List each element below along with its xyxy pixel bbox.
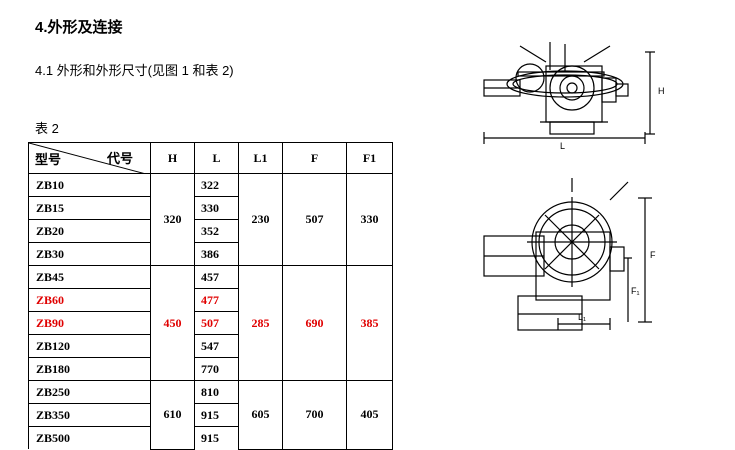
l-value-cell: 915 — [194, 403, 239, 427]
table-header-row: 型号 代号 H L L1 F F1 — [28, 142, 393, 174]
dimension-label-l: L — [560, 141, 565, 151]
dimension-label-f1: F₁ — [631, 286, 640, 296]
dimension-label-f: F — [650, 250, 656, 260]
h-value-cell: 320 — [150, 173, 195, 266]
table-row: ZB60 477 — [28, 288, 393, 312]
h-value-cell: 450 — [150, 265, 195, 381]
model-cell: ZB180 — [28, 357, 151, 381]
corner-model-label: 型号 — [35, 153, 62, 168]
l-value-cell: 810 — [194, 380, 239, 404]
l1-value-cell: 285 — [238, 265, 283, 381]
l-value-cell: 330 — [194, 196, 239, 220]
table-row: ZB20 352 — [28, 219, 393, 243]
table-row: ZB30 386 — [28, 242, 393, 266]
l-value-cell: 770 — [194, 357, 239, 381]
l-value-cell: 507 — [194, 311, 239, 335]
model-cell: ZB350 — [28, 403, 151, 427]
l-value-cell: 322 — [194, 173, 239, 197]
l-value-cell: 457 — [194, 265, 239, 289]
table-row: ZB15 330 — [28, 196, 393, 220]
section-subtitle: 4.1 外形和外形尺寸(见图 1 和表 2) — [35, 63, 234, 78]
l-value-cell: 915 — [194, 426, 239, 449]
f-value-cell: 507 — [282, 173, 347, 266]
table-row: ZB90 507 — [28, 311, 393, 335]
f-value-cell: 700 — [282, 380, 347, 450]
model-cell: ZB120 — [28, 334, 151, 358]
dimension-label-l1: L₁ — [578, 312, 586, 322]
f-value-cell: 690 — [282, 265, 347, 381]
model-cell: ZB15 — [28, 196, 151, 220]
l1-value-cell: 230 — [238, 173, 283, 266]
model-cell: ZB10 — [28, 173, 151, 197]
model-cell: ZB250 — [28, 380, 151, 404]
l-value-cell: 477 — [194, 288, 239, 312]
l-value-cell: 386 — [194, 242, 239, 266]
column-header-f1: F1 — [346, 142, 393, 174]
f1-value-cell: 405 — [346, 380, 393, 450]
corner-code-label: 代号 — [107, 152, 134, 167]
corner-header-cell: 型号 代号 — [28, 142, 151, 174]
l-value-cell: 352 — [194, 219, 239, 243]
l1-value-cell: 605 — [238, 380, 283, 450]
dimension-label-h: H — [658, 86, 665, 96]
table-row: ZB350 915 — [28, 403, 393, 427]
table-caption: 表 2 — [35, 121, 59, 136]
table-row: ZB120 547 — [28, 334, 393, 358]
column-header-f: F — [282, 142, 347, 174]
model-cell: ZB60 — [28, 288, 151, 312]
diagonal-divider — [29, 143, 146, 174]
model-cell: ZB90 — [28, 311, 151, 335]
model-cell: ZB30 — [28, 242, 151, 266]
actuator-outline-drawing: H L F F₁ L₁ — [483, 42, 665, 331]
column-header-l1: L1 — [238, 142, 283, 174]
column-header-h: H — [150, 142, 195, 174]
model-cell: ZB45 — [28, 265, 151, 289]
model-cell: ZB20 — [28, 219, 151, 243]
l-value-cell: 547 — [194, 334, 239, 358]
table-row: ZB180 770 — [28, 357, 393, 381]
section-title: 4.外形及连接 — [35, 19, 123, 36]
model-cell: ZB500 — [28, 426, 151, 449]
f1-value-cell: 330 — [346, 173, 393, 266]
column-header-l: L — [194, 142, 239, 174]
table-row: ZB500 915 — [28, 426, 393, 449]
h-value-cell: 610 — [150, 380, 195, 450]
f1-value-cell: 385 — [346, 265, 393, 381]
